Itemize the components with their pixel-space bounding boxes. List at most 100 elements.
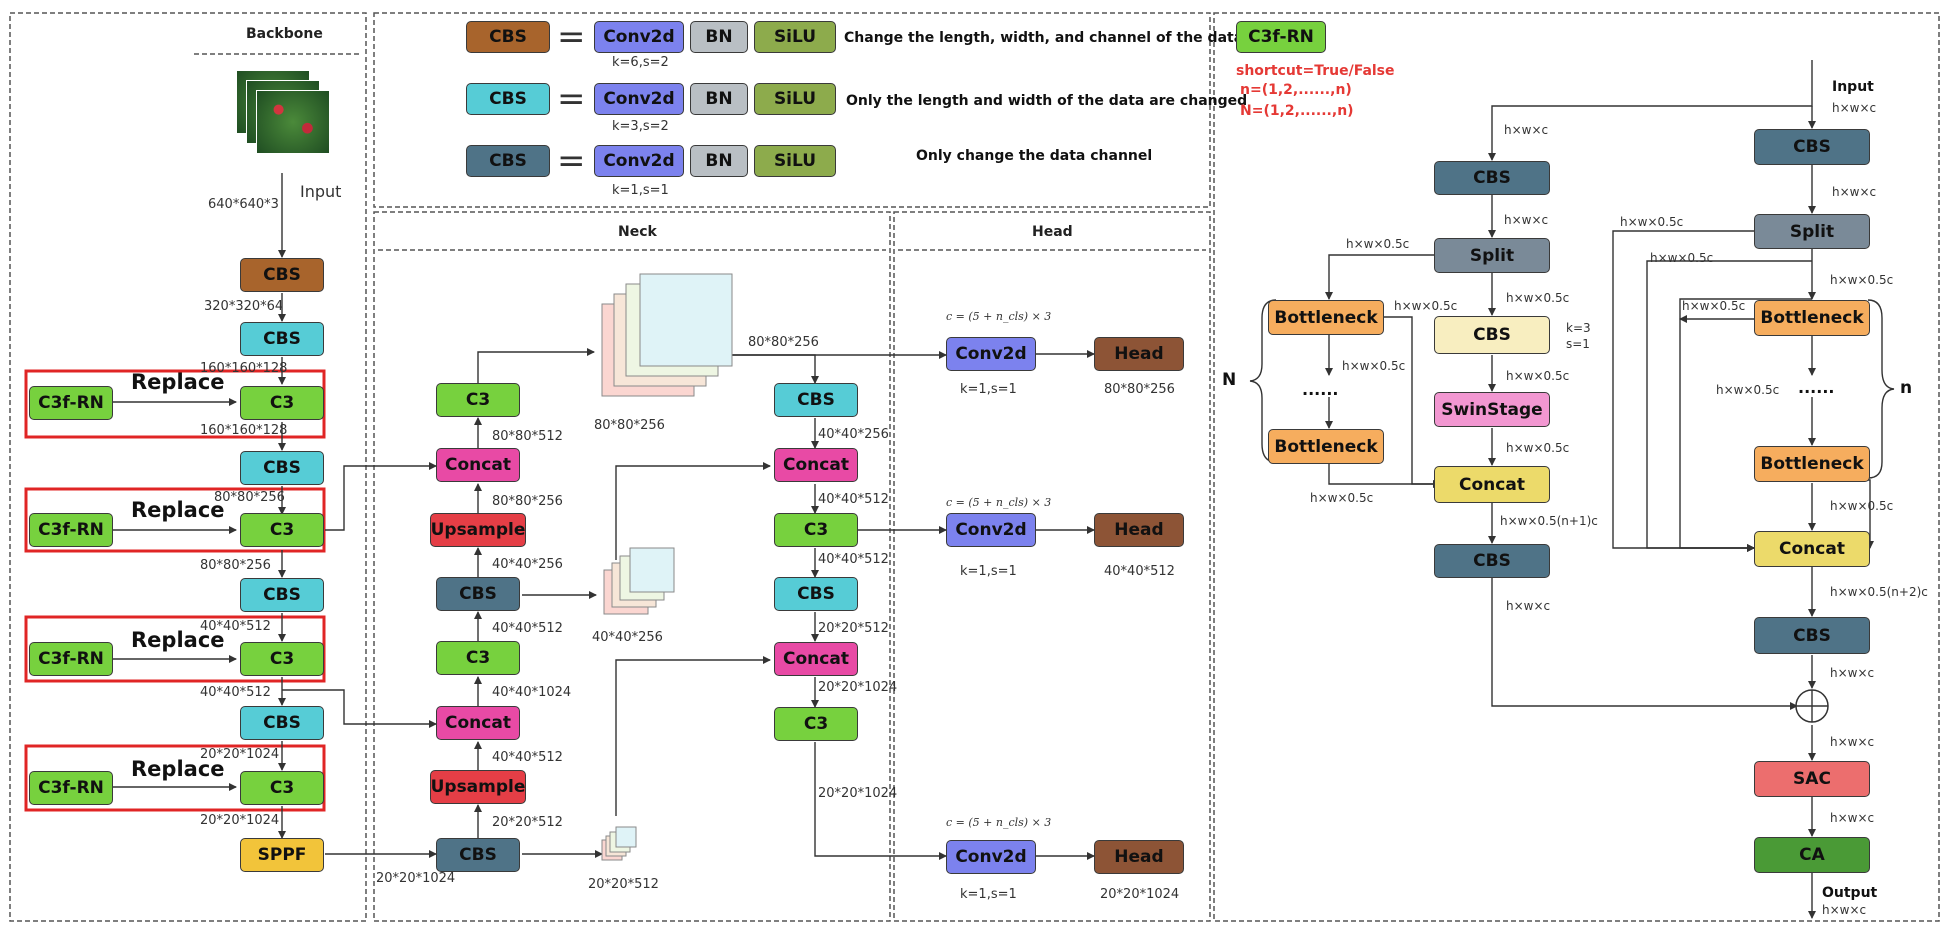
replace-frame-3 — [24, 615, 326, 683]
neck-right-concat-2: Concat — [774, 642, 858, 676]
c3frn-swin-out-label: h×w×0.5c — [1506, 441, 1570, 455]
c3frn-split-down-label: h×w×0.5c — [1506, 291, 1570, 305]
head-k-1: k=1,s=1 — [960, 382, 1017, 397]
replace-frame-1 — [24, 369, 326, 439]
head-size-2: 40*40*512 — [1104, 564, 1175, 579]
size-neck-cbs-bottom: 20*20*1024 — [376, 871, 456, 886]
backbone-c3frn-2: C3f-RN — [29, 513, 113, 547]
legend-equals-1: = — [557, 17, 586, 57]
c3frn-left-hwc: h×w×c — [1504, 123, 1549, 137]
c3frn-right-bott-mid-label: h×w×0.5c — [1716, 383, 1780, 397]
neck-c3-mid: C3 — [436, 641, 520, 675]
head-size-3: 20*20*1024 — [1100, 887, 1180, 902]
c3frn-shortcut: shortcut=True/False — [1236, 63, 1395, 79]
backbone-c3frn-3: C3f-RN — [29, 642, 113, 676]
head-size-1: 80*80*256 — [1104, 382, 1175, 397]
c3frn-cbs-k3: CBS — [1434, 316, 1550, 354]
c3frn-right-cbs2-out: h×w×c — [1830, 666, 1875, 680]
size-320: 320*320*64 — [204, 299, 284, 314]
size-neck-up1: 80*80*256 — [492, 494, 563, 509]
head-k-2: k=1,s=1 — [960, 564, 1017, 579]
neck-right-c3-2: C3 — [774, 707, 858, 741]
c3frn-k3: k=3 — [1566, 321, 1591, 335]
legend-silu-3: SiLU — [754, 145, 836, 177]
replace-frame-2 — [24, 487, 326, 553]
neck-c3-top: C3 — [436, 383, 520, 417]
backbone-cbs-5: CBS — [240, 706, 324, 740]
c3frn-output: Output — [1822, 885, 1878, 901]
head-conv2d-3: Conv2d — [946, 840, 1036, 874]
head-conv2d-1: Conv2d — [946, 337, 1036, 371]
size-neck-concat2: 40*40*1024 — [492, 685, 572, 700]
legend-cbs-2: CBS — [466, 83, 550, 115]
c3frn-bott-out-label: h×w×0.5c — [1310, 491, 1374, 505]
legend-bn-2: BN — [690, 83, 748, 115]
c3frn-right-cbs1-out: h×w×c — [1832, 185, 1877, 199]
backbone-c3frn-1: C3f-RN — [29, 386, 113, 420]
backbone-c3-3: C3 — [240, 642, 324, 676]
size-r-concat: 20*20*1024 — [818, 680, 898, 695]
size-r-cbs1: 40*40*256 — [818, 427, 889, 442]
backbone-cbs-4: CBS — [240, 578, 324, 612]
neck-frame — [373, 211, 891, 922]
head-output-2: Head — [1094, 513, 1184, 547]
legend-frame — [373, 12, 1211, 208]
neck-right-c3-1: C3 — [774, 513, 858, 547]
backbone-title: Backbone — [246, 26, 323, 42]
head-output-1: Head — [1094, 337, 1184, 371]
legend-cbs-3: CBS — [466, 145, 550, 177]
c3frn-output-hwc: h×w×c — [1822, 903, 1867, 917]
c3frn-right-cbs-1: CBS — [1754, 129, 1870, 165]
size-neck-up2: 40*40*512 — [492, 750, 563, 765]
backbone-c3-4: C3 — [240, 771, 324, 805]
legend-k2: k=3,s=2 — [612, 119, 669, 134]
input-image-front — [256, 90, 330, 154]
backbone-c3-2: C3 — [240, 513, 324, 547]
neck-right-concat-1: Concat — [774, 448, 858, 482]
size-r-c3: 40*40*512 — [818, 492, 889, 507]
size-feature-80: 80*80*256 — [594, 418, 665, 433]
c3frn-N-range: N=(1,2,......,n) — [1240, 103, 1354, 119]
c3frn-rsplit-down-label: h×w×0.5c — [1830, 273, 1894, 287]
c3frn-left-split: Split — [1434, 238, 1550, 273]
input-label: Input — [300, 182, 342, 201]
size-80-a: 80*80*256 — [214, 490, 285, 505]
c3frn-s1: s=1 — [1566, 337, 1590, 351]
legend-desc-2: Only the length and width of the data ar… — [846, 93, 1248, 109]
size-r-c3-out: 20*20*1024 — [818, 786, 898, 801]
backbone-sppf: SPPF — [240, 838, 324, 872]
c3frn-title-box: C3f-RN — [1236, 21, 1326, 53]
c3frn-right-split: Split — [1754, 214, 1870, 249]
legend-cbs-1: CBS — [466, 21, 550, 53]
c3frn-right-bottleneck-1: Bottleneck — [1754, 300, 1870, 336]
head-conv2d-2: Conv2d — [946, 513, 1036, 547]
size-feature-20: 20*20*512 — [588, 877, 659, 892]
c3frn-add-out: h×w×c — [1830, 735, 1875, 749]
c3frn-input: Input — [1832, 79, 1874, 95]
legend-conv2d-3: Conv2d — [594, 145, 684, 177]
legend-conv2d-1: Conv2d — [594, 21, 684, 53]
size-80-b: 80*80*256 — [200, 558, 271, 573]
c3frn-right-concat-out: h×w×0.5(n+2)c — [1830, 585, 1928, 599]
neck-cbs-2: CBS — [436, 838, 520, 872]
c3frn-n-range: n=(1,2,......,n) — [1240, 82, 1352, 98]
neck-upsample-2: Upsample — [430, 770, 526, 804]
legend-bn-1: BN — [690, 21, 748, 53]
c3frn-bott-right-label: h×w×0.5c — [1394, 299, 1458, 313]
c3frn-left-hwc2: h×w×c — [1504, 213, 1549, 227]
backbone-frame — [9, 12, 367, 922]
head-output-3: Head — [1094, 840, 1184, 874]
size-feature-arrow-80: 80*80*256 — [748, 335, 819, 350]
input-size: 640*640*3 — [208, 197, 279, 212]
backbone-cbs-1: CBS — [240, 258, 324, 292]
head-k-3: k=1,s=1 — [960, 887, 1017, 902]
head-formula-1: c = (5 + n_cls) × 3 — [946, 310, 1052, 323]
size-neck-c3-top: 80*80*512 — [492, 429, 563, 444]
c3frn-dots-left: ...... — [1302, 380, 1339, 399]
c3frn-frame — [1213, 12, 1940, 922]
head-formula-2: c = (5 + n_cls) × 3 — [946, 496, 1052, 509]
legend-equals-3: = — [557, 141, 586, 181]
replace-label-3: Replace — [131, 628, 225, 652]
c3frn-N-label: N — [1222, 370, 1237, 390]
